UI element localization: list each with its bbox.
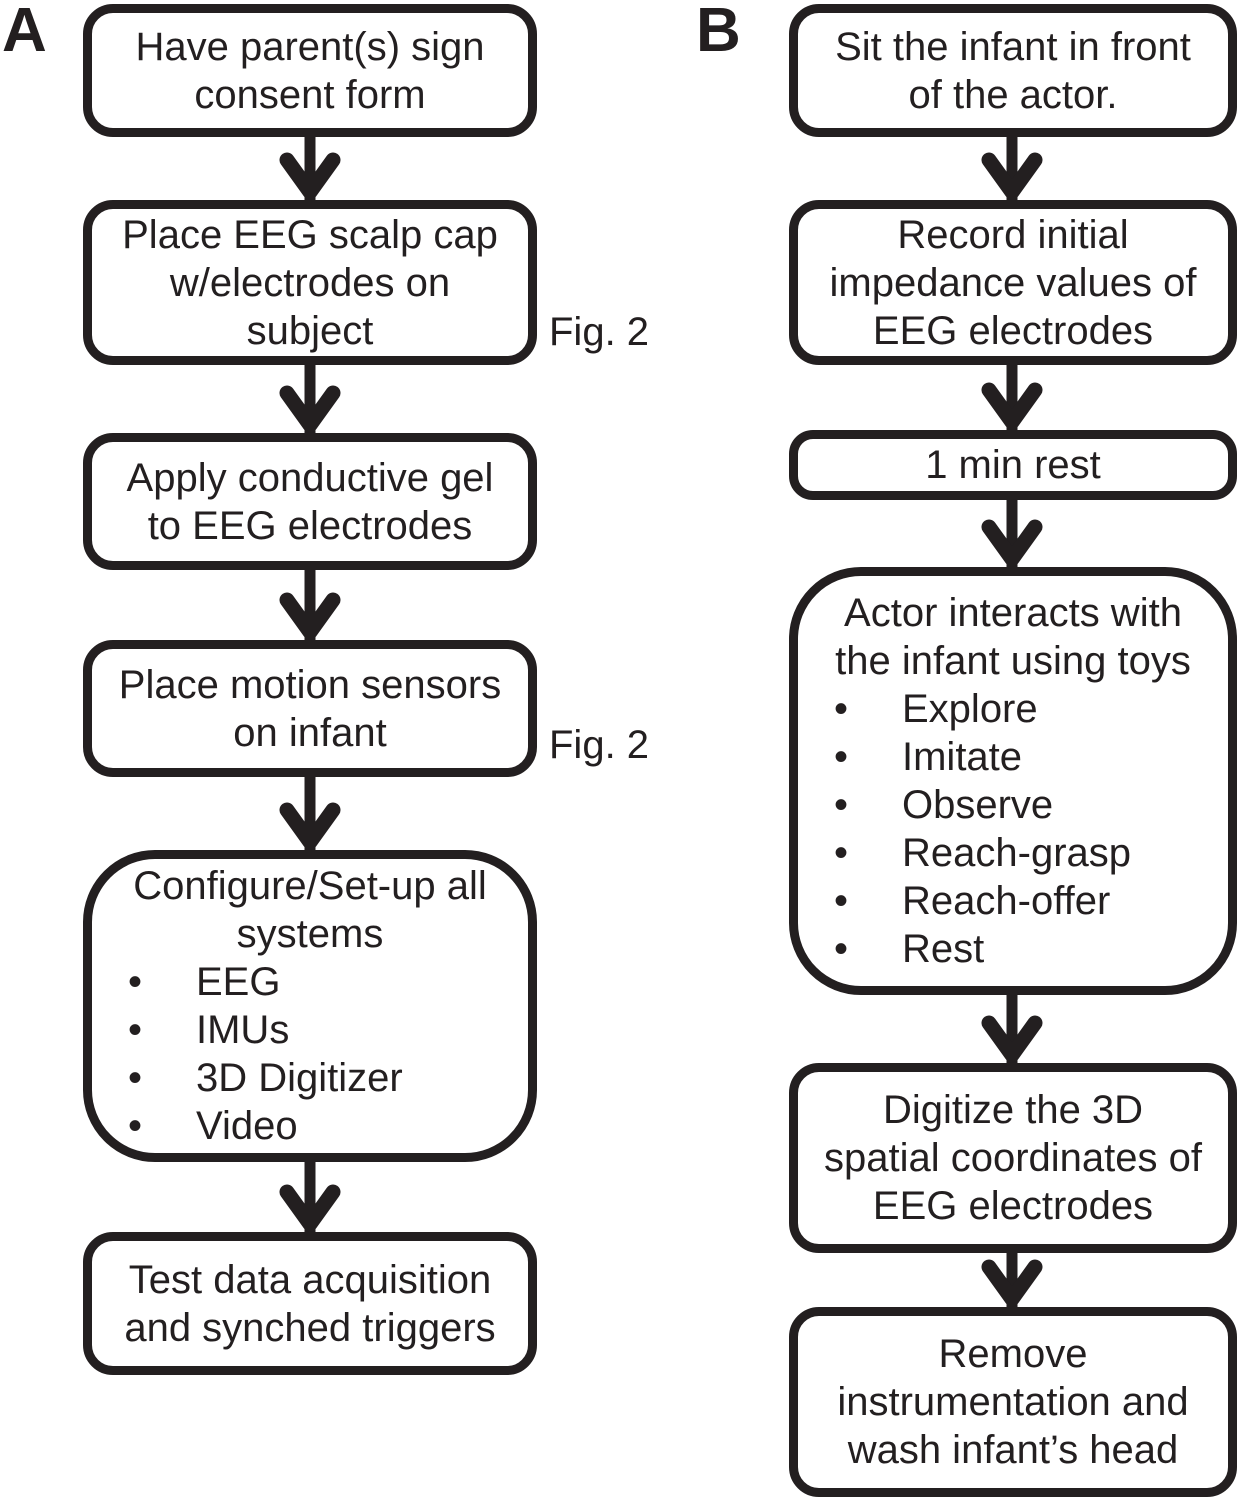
step-text: w/electrodes on bbox=[169, 260, 451, 305]
step-text: EEG electrodes bbox=[872, 1184, 1154, 1228]
flow-arrow-down bbox=[981, 1253, 1043, 1307]
step-title: the infant using toys bbox=[835, 639, 1191, 683]
bullet-dot: • bbox=[128, 1008, 143, 1052]
bullet-dot: • bbox=[834, 783, 849, 827]
step-sign-consent: Have parent(s) sign consent form bbox=[83, 4, 537, 137]
step-text: wash infant’s head bbox=[847, 1428, 1179, 1472]
step-title: Configure/Set-up all bbox=[133, 864, 487, 908]
flow-arrow-down bbox=[279, 365, 341, 433]
bullet-dot: • bbox=[128, 960, 143, 1004]
step-text: Place EEG scalp cap bbox=[122, 212, 498, 257]
step-test-acquisition: Test data acquisition and synched trigge… bbox=[83, 1232, 537, 1375]
step-record-impedance: Record initial impedance values of EEG e… bbox=[789, 200, 1237, 365]
flow-arrow-down bbox=[279, 137, 341, 200]
flow-arrow-down bbox=[981, 500, 1043, 567]
bullet-dot: • bbox=[128, 1056, 143, 1100]
bullet-dot: • bbox=[834, 927, 849, 971]
step-text: Sit the infant in front bbox=[835, 24, 1191, 69]
step-text: Have parent(s) sign bbox=[135, 24, 485, 69]
list-item-label: 3D Digitizer bbox=[196, 1056, 403, 1100]
step-title: systems bbox=[236, 912, 384, 956]
step-text: Record initial bbox=[897, 212, 1129, 257]
step-text: Place motion sensors bbox=[118, 662, 502, 707]
step-text: instrumentation and bbox=[837, 1380, 1189, 1424]
list-item: • Reach-offer bbox=[798, 877, 1243, 925]
flow-arrow-down bbox=[981, 137, 1043, 200]
list-item-label: Reach-grasp bbox=[902, 831, 1132, 875]
figure-reference: Fig. 2 bbox=[549, 310, 650, 354]
list-item-label: Explore bbox=[902, 687, 1038, 731]
figure-reference: Fig. 2 bbox=[549, 723, 650, 767]
step-configure-systems: Configure/Set-up all systems • EEG • IMU… bbox=[83, 850, 537, 1162]
list-item: • Imitate bbox=[798, 733, 1243, 781]
panel-b-label: B bbox=[696, 0, 741, 65]
step-place-motion-sensors: Place motion sensors on infant bbox=[83, 640, 537, 777]
step-apply-gel: Apply conductive gel to EEG electrodes bbox=[83, 433, 537, 570]
step-text: on infant bbox=[233, 710, 387, 755]
step-text: EEG electrodes bbox=[872, 308, 1154, 353]
bullet-dot: • bbox=[834, 687, 849, 731]
list-item: • EEG bbox=[92, 958, 632, 1006]
step-digitize-3d: Digitize the 3D spatial coordinates of E… bbox=[789, 1063, 1237, 1253]
step-text: consent form bbox=[194, 72, 426, 117]
list-item: • Explore bbox=[798, 685, 1243, 733]
bullet-dot: • bbox=[834, 735, 849, 779]
step-text: spatial coordinates of bbox=[823, 1136, 1202, 1180]
list-item-label: Observe bbox=[902, 783, 1054, 827]
list-item: • Reach-grasp bbox=[798, 829, 1243, 877]
flow-arrow-down bbox=[981, 365, 1043, 430]
flow-arrow-down bbox=[279, 570, 341, 640]
step-text: subject bbox=[246, 308, 374, 353]
step-text: Test data acquisition bbox=[128, 1257, 492, 1302]
list-item: • IMUs bbox=[92, 1006, 632, 1054]
flow-arrow-down bbox=[279, 777, 341, 850]
step-title: Actor interacts with bbox=[844, 591, 1182, 635]
list-item: • 3D Digitizer bbox=[92, 1054, 632, 1102]
bullet-dot: • bbox=[834, 831, 849, 875]
bullet-dot: • bbox=[834, 879, 849, 923]
list-item-label: EEG bbox=[196, 960, 281, 1004]
step-text: and synched triggers bbox=[124, 1305, 496, 1350]
step-remove-instrumentation: Remove instrumentation and wash infant’s… bbox=[789, 1307, 1237, 1497]
list-item: • Observe bbox=[798, 781, 1243, 829]
list-item-label: IMUs bbox=[196, 1008, 290, 1052]
panel-a-label: A bbox=[2, 0, 47, 65]
step-text: 1 min rest bbox=[925, 443, 1101, 487]
step-text: of the actor. bbox=[908, 72, 1118, 117]
list-item: • Rest bbox=[798, 925, 1243, 973]
step-sit-infant: Sit the infant in front of the actor. bbox=[789, 4, 1237, 137]
list-item-label: Video bbox=[196, 1104, 298, 1148]
step-text: to EEG electrodes bbox=[147, 503, 473, 548]
step-text: Remove bbox=[938, 1332, 1088, 1376]
step-text: impedance values of bbox=[829, 260, 1197, 305]
bullet-dot: • bbox=[128, 1104, 143, 1148]
list-item-label: Imitate bbox=[902, 735, 1023, 779]
step-text: Apply conductive gel bbox=[126, 455, 494, 500]
list-item-label: Reach-offer bbox=[902, 879, 1111, 923]
list-item: • Video bbox=[92, 1102, 632, 1150]
list-item-label: Rest bbox=[902, 927, 985, 971]
step-text: Digitize the 3D bbox=[882, 1088, 1144, 1132]
step-place-eeg-cap: Place EEG scalp cap w/electrodes on subj… bbox=[83, 200, 537, 365]
step-one-min-rest: 1 min rest bbox=[789, 430, 1237, 500]
flow-arrow-down bbox=[279, 1162, 341, 1232]
step-actor-interacts: Actor interacts with the infant using to… bbox=[789, 567, 1237, 995]
flow-arrow-down bbox=[981, 995, 1043, 1063]
